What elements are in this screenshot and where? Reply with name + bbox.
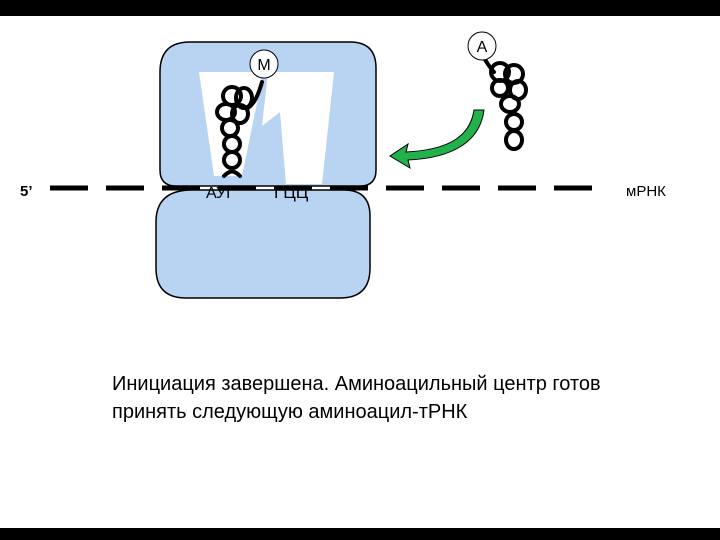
five-prime-label: 5’	[20, 183, 33, 200]
caption-line-2: принять следующую аминоацил-тРНК	[112, 401, 468, 423]
gcc-codon-label: ГЦЦ	[274, 183, 309, 202]
bottom-border-bar	[0, 528, 720, 540]
small-ribosomal-subunit	[155, 189, 371, 299]
alanine-label: А	[477, 39, 488, 56]
p-site-trna	[215, 80, 264, 178]
p-site-channel	[199, 72, 262, 176]
incoming-trna-arrow	[389, 109, 485, 170]
a-site-channel	[262, 72, 334, 184]
methionine-circle	[249, 49, 279, 79]
incoming-aminoacyl-trna	[482, 56, 528, 151]
aug-codon-label: АУГ	[206, 185, 235, 202]
caption-text: Инициация завершена. Аминоацильный центр…	[112, 370, 712, 426]
alanine-circle	[467, 31, 497, 61]
caption-line-1: Инициация завершена. Аминоацильный центр…	[112, 373, 601, 395]
methionine-label: М	[257, 57, 270, 74]
mrna-label: мРНК	[626, 183, 666, 200]
top-border-bar	[0, 0, 720, 16]
